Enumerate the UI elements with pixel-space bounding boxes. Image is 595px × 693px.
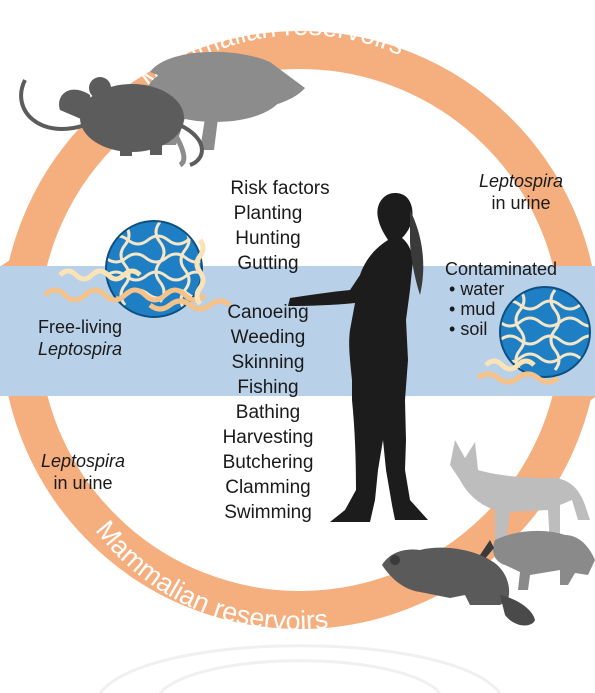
risk-factor-item: Hunting [193, 226, 343, 252]
risk-factor-item: Planting [193, 201, 343, 227]
risk-factor-item: Clamming [193, 475, 343, 501]
contaminated-title: Contaminated [445, 259, 585, 279]
free-living-line1: Free-living [20, 316, 140, 338]
risk-factor-item: Weeding [193, 325, 343, 351]
watermark-seal [100, 646, 500, 693]
urine-bottom-text: in urine [28, 472, 138, 494]
risk-factor-item: Bathing [193, 400, 343, 426]
urine-top-text: in urine [466, 192, 576, 214]
contaminated-item: • water [445, 279, 585, 299]
free-living-label: Free-living Leptospira [20, 316, 140, 360]
contaminated-item: • mud [445, 299, 585, 319]
risk-factor-item: Gutting [193, 251, 343, 277]
contaminated-label: Contaminated • water • mud • soil [445, 259, 585, 339]
urine-label-bottom: Leptospira in urine [28, 450, 138, 494]
risk-factor-item: Fishing [193, 375, 343, 401]
risk-factor-item: Butchering [193, 450, 343, 476]
risk-factor-item: Swimming [193, 500, 343, 526]
free-living-line2: Leptospira [20, 338, 140, 360]
urine-bottom-species: Leptospira [28, 450, 138, 472]
risk-factors-title: Risk factors [205, 176, 355, 202]
urine-label-top: Leptospira in urine [466, 170, 576, 214]
contaminated-item: • soil [445, 319, 585, 339]
risk-factor-item: Canoeing [193, 300, 343, 326]
risk-factor-item: Skinning [193, 350, 343, 376]
risk-factor-item: Harvesting [193, 425, 343, 451]
urine-top-species: Leptospira [466, 170, 576, 192]
